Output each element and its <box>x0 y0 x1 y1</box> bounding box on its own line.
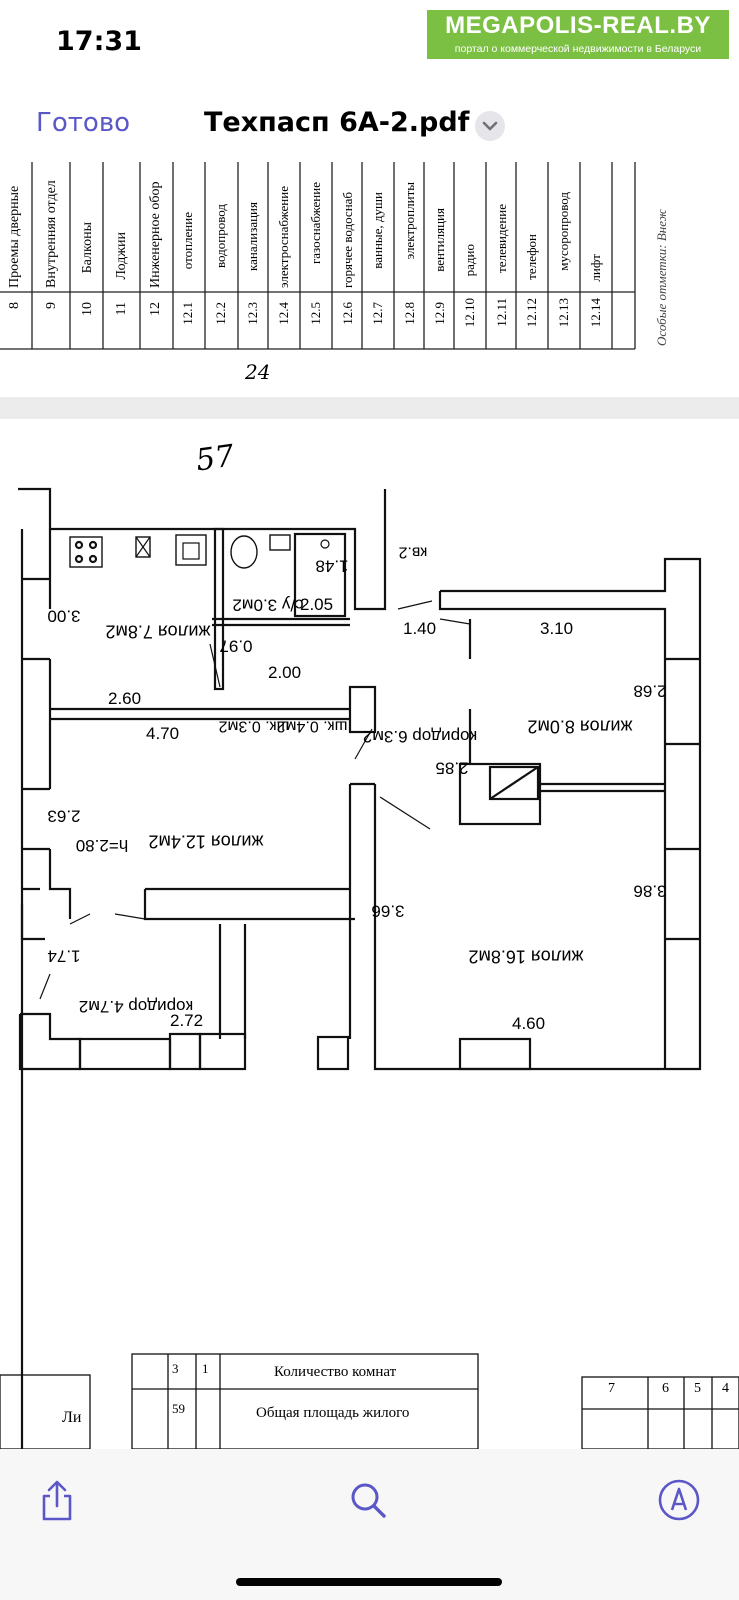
page-number: 24 <box>245 360 271 384</box>
markup-button[interactable] <box>656 1477 702 1523</box>
search-icon <box>351 1483 386 1518</box>
table-row-num: 12.6 <box>340 302 355 325</box>
table-cell: 5 <box>694 1381 701 1396</box>
closet-label-2: шк. 0.4м2 <box>276 717 348 735</box>
table-side-label: Ли <box>62 1409 82 1426</box>
table-row-label: электроснабжение <box>276 186 291 288</box>
table-row-label: радио <box>462 244 477 277</box>
share-button[interactable] <box>36 1479 78 1523</box>
table-row-label: электроплиты <box>402 182 417 260</box>
table-row-label: газоснабжение <box>308 182 323 265</box>
table-cell: 6 <box>662 1381 669 1396</box>
table-row-label: Лоджии <box>114 232 129 280</box>
table-row-num: 12.4 <box>276 302 291 325</box>
table-row-num: 10 <box>80 302 95 316</box>
table-row-label: Балконы <box>80 222 95 274</box>
table-row-label: Проемы дверные <box>7 185 22 288</box>
home-indicator[interactable] <box>236 1578 502 1586</box>
bottom-toolbar <box>0 1449 739 1600</box>
dim-1-40: 1.40 <box>403 619 437 638</box>
dim-1-48: 1.48 <box>315 556 349 576</box>
dim-2-85: 2.85 <box>435 758 469 778</box>
dim-4-60: 4.60 <box>512 1014 546 1033</box>
dim-2-05: 2.05 <box>300 595 334 614</box>
table-cell: 4 <box>722 1381 729 1396</box>
title-menu-button[interactable] <box>475 111 505 141</box>
table-row-num: 9 <box>44 302 59 309</box>
table-row-num: 12.10 <box>462 298 477 328</box>
room-label-8-0: жилоя 8.0м2 <box>527 716 633 737</box>
table-row-label: Инженерное обор <box>148 181 163 288</box>
table-row-num: 12.5 <box>308 302 323 325</box>
table-row-num: 12.2 <box>213 302 228 325</box>
dim-2-72: 2.72 <box>170 1011 204 1030</box>
status-time: 17:31 <box>56 26 142 57</box>
table-row-label: Внутренняя отдел <box>44 180 59 288</box>
table-row-label: лифт <box>588 254 603 282</box>
document-title[interactable]: Техпасп 6А-2.pdf <box>204 107 470 138</box>
table-row-label: водопровод <box>213 204 228 269</box>
pdf-page-1[interactable]: Проемы дверные 8 Внутренняя отдел 9 Балк… <box>0 162 739 398</box>
dim-2-00: 2.00 <box>268 663 302 682</box>
table-row-num: 12.8 <box>402 302 417 325</box>
watermark-subtitle: портал о коммерческой недвижимости в Бел… <box>454 43 702 55</box>
table-row-label: отопление <box>180 212 195 270</box>
dim-2-63: 2.63 <box>47 806 81 826</box>
table-row-label: телефон <box>524 234 539 280</box>
dim-2-60: 2.60 <box>108 689 142 708</box>
table-row-label: горячее водоснаб <box>340 191 355 288</box>
room-label-corridor-6-3: коридор 6.3м2 <box>362 727 478 747</box>
floor-plan <box>0 487 739 1449</box>
table-row-label: вентиляция <box>432 208 447 272</box>
table-cell: 1 <box>202 1361 209 1376</box>
room-label-kitchen: жилоя 7.8м2 <box>105 621 211 642</box>
search-button[interactable] <box>348 1479 390 1523</box>
dim-3-00: 3.00 <box>47 606 81 626</box>
room-label-16-8: жилоя 16.8м2 <box>468 946 584 967</box>
table-cell: 3 <box>172 1361 179 1376</box>
table-row-num: 12.1 <box>180 302 195 325</box>
table-row-num: 8 <box>7 302 22 309</box>
table-row-num: 12.9 <box>432 302 447 325</box>
dim-3-10: 3.10 <box>540 619 574 638</box>
table-row-label: мусоропровод <box>556 192 571 271</box>
table-row-label: канализация <box>245 202 260 271</box>
table-row-label: телевидение <box>494 204 509 273</box>
share-icon <box>42 1480 72 1521</box>
dim-1-74: 1.74 <box>47 946 81 966</box>
ceiling-height: h=2.80 <box>75 836 129 856</box>
dim-2-68: 2.68 <box>633 681 667 701</box>
table-row-num: 11 <box>114 302 129 316</box>
chevron-down-icon <box>482 121 498 131</box>
dim-3-66: 3.66 <box>371 901 405 921</box>
page-gap <box>0 397 739 419</box>
special-note: Особые отметки: Внеж <box>654 209 669 346</box>
markup-icon <box>658 1479 700 1521</box>
table-row-num: 12 <box>148 302 163 316</box>
table-row-num: 12.14 <box>588 298 603 328</box>
handwritten-number: 57 <box>193 438 237 479</box>
dim-0-97: 0.97 <box>219 636 253 656</box>
room-label-12-4: жилоя 12.4м2 <box>148 831 264 852</box>
table-row-num: 12.3 <box>245 302 260 325</box>
table-row-num: 12.12 <box>524 298 539 328</box>
table-cell: 7 <box>608 1381 615 1396</box>
table-row-num: 12.11 <box>494 298 509 327</box>
dim-4-70: 4.70 <box>146 724 180 743</box>
table-row-num: 12.13 <box>556 298 571 328</box>
done-button[interactable]: Готово <box>36 108 131 138</box>
apartment-label: кв.2 <box>398 543 428 561</box>
pdf-page-2[interactable]: 57 жилоя 7.8м2 с/у 3.0м2 1.48 2.05 3.00 … <box>0 419 739 1449</box>
watermark-logo: MEGAPOLIS-REAL.BY портал о коммерческой … <box>427 10 729 59</box>
dim-3-86: 3.86 <box>633 881 667 901</box>
watermark-title: MEGAPOLIS-REAL.BY <box>445 12 711 39</box>
table-cell-label: Количество комнат <box>274 1364 397 1380</box>
page1-table <box>0 162 636 350</box>
table-row-label: ванные, души <box>370 192 385 269</box>
room-label-wc: с/у 3.0м2 <box>232 595 304 615</box>
table-cell: 59 <box>172 1401 185 1416</box>
table-cell-label: Общая площадь жилого <box>256 1405 410 1421</box>
table-row-num: 12.7 <box>370 302 385 325</box>
